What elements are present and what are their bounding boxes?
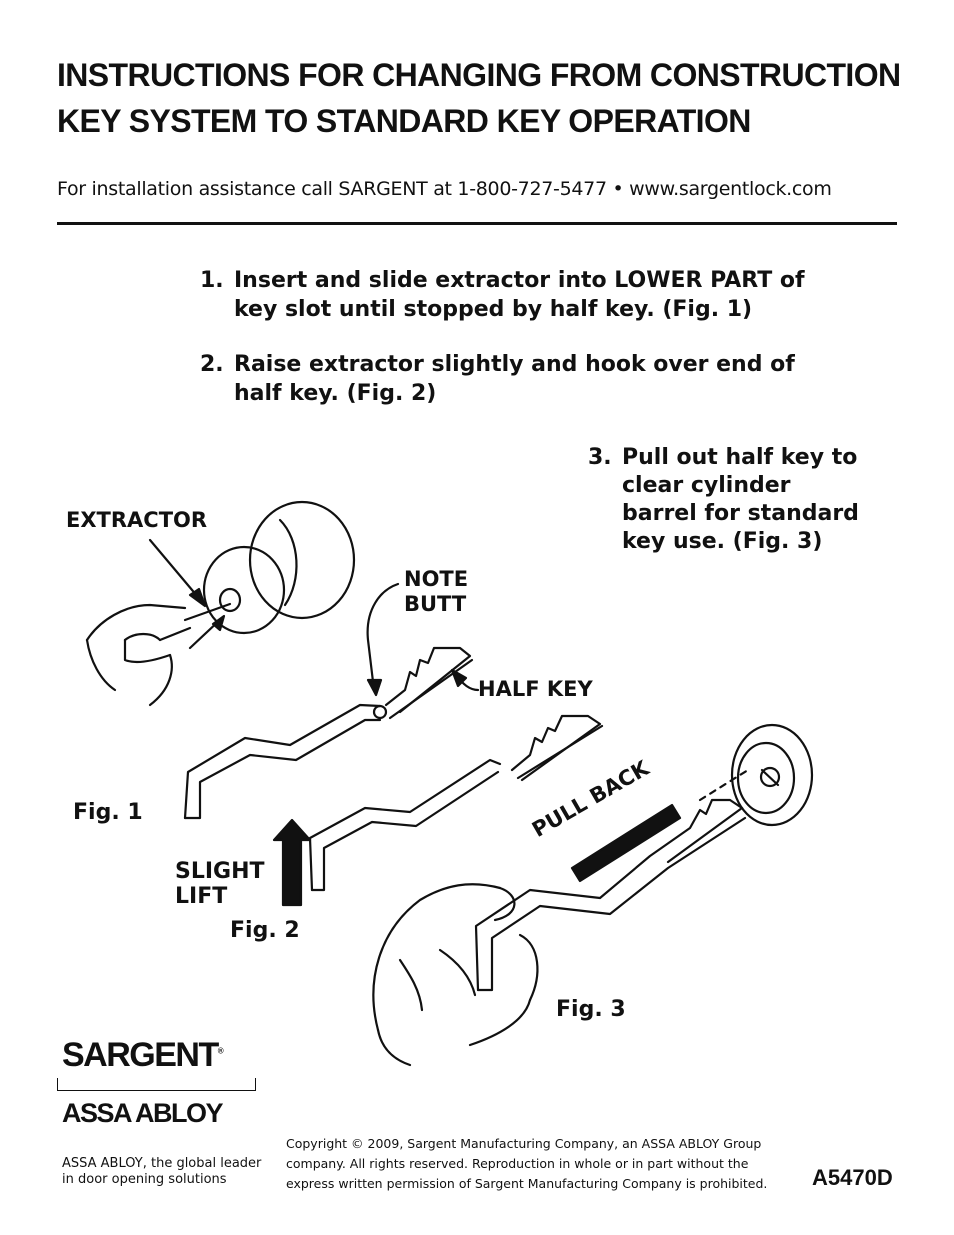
step-number: 1. xyxy=(200,268,224,293)
hand-drawing-fig3 xyxy=(372,883,539,1067)
note-label: NOTE xyxy=(404,567,469,591)
title-line-1: INSTRUCTIONS FOR CHANGING FROM CONSTRUCT… xyxy=(57,57,901,93)
document-number: A5470D xyxy=(812,1165,893,1190)
copyright-notice: Copyright © 2009, Sargent Manufacturing … xyxy=(286,1134,786,1194)
assa-abloy-logo: ASSA ABLOY xyxy=(62,1098,224,1128)
cylinder-drawing xyxy=(730,723,814,827)
half-key-label: HALF KEY xyxy=(478,677,593,701)
step-text-line: key use. (Fig. 3) xyxy=(622,529,823,554)
lift-arrow xyxy=(272,818,312,907)
note-butt-arrow xyxy=(366,582,400,697)
step-text-line: key slot until stopped by half key. (Fig… xyxy=(234,297,753,322)
instruction-steps: 1. Insert and slide extractor into LOWER… xyxy=(200,266,900,434)
step-text-line: Insert and slide extractor into LOWER PA… xyxy=(234,268,805,293)
lift-label: LIFT xyxy=(175,884,228,909)
step-text-line: barrel for standard xyxy=(622,501,859,526)
registered-mark: ® xyxy=(217,1046,224,1056)
half-key-fig2 xyxy=(510,714,604,782)
assistance-line: For installation assistance call SARGENT… xyxy=(57,178,832,200)
pull-back-arrow xyxy=(570,803,682,883)
key-blade-fig1 xyxy=(183,646,474,820)
step-3: 3. Pull out half key to clear cylinder b… xyxy=(588,444,908,556)
key-blade-fig2 xyxy=(308,758,502,892)
step-text-line: half key. (Fig. 2) xyxy=(234,381,437,406)
step-text-line: Raise extractor slightly and hook over e… xyxy=(234,352,795,377)
extractor-label: EXTRACTOR xyxy=(66,508,208,532)
tagline: ASSA ABLOY, the global leader in door op… xyxy=(62,1156,282,1188)
door-knob-drawing xyxy=(202,500,356,635)
page-title: INSTRUCTIONS FOR CHANGING FROM CONSTRUCT… xyxy=(57,52,917,144)
tagline-line: ASSA ABLOY, the global leader xyxy=(62,1156,262,1171)
title-line-2: KEY SYSTEM TO STANDARD KEY OPERATION xyxy=(57,103,751,139)
step-number: 3. xyxy=(588,445,612,470)
tagline-line: in door opening solutions xyxy=(62,1172,227,1187)
step-text-line: clear cylinder xyxy=(622,473,791,498)
fig2-caption: Fig. 2 xyxy=(230,918,300,943)
copyright-line: company. All rights reserved. Reproducti… xyxy=(286,1156,749,1171)
hand-drawing-fig1 xyxy=(85,602,232,707)
extractor-arrow xyxy=(148,538,207,608)
sargent-logo: SARGENT® xyxy=(62,1036,224,1075)
step-1: 1. Insert and slide extractor into LOWER… xyxy=(200,266,900,324)
logo-bracket xyxy=(57,1078,256,1091)
step-text-line: Pull out half key to xyxy=(622,445,858,470)
step-2: 2. Raise extractor slightly and hook ove… xyxy=(200,350,900,408)
key-blade-fig3 xyxy=(474,768,750,992)
sargent-logo-text: SARGENT xyxy=(62,1036,219,1074)
header-divider xyxy=(57,222,897,225)
copyright-line: Copyright © 2009, Sargent Manufacturing … xyxy=(286,1136,762,1151)
copyright-line: express written permission of Sargent Ma… xyxy=(286,1176,768,1191)
slight-label: SLIGHT xyxy=(175,859,265,884)
fig3-caption: Fig. 3 xyxy=(556,997,626,1022)
half-key-arrow xyxy=(450,668,480,692)
butt-label: BUTT xyxy=(404,592,467,616)
fig1-caption: Fig. 1 xyxy=(73,800,143,825)
step-number: 2. xyxy=(200,352,224,377)
